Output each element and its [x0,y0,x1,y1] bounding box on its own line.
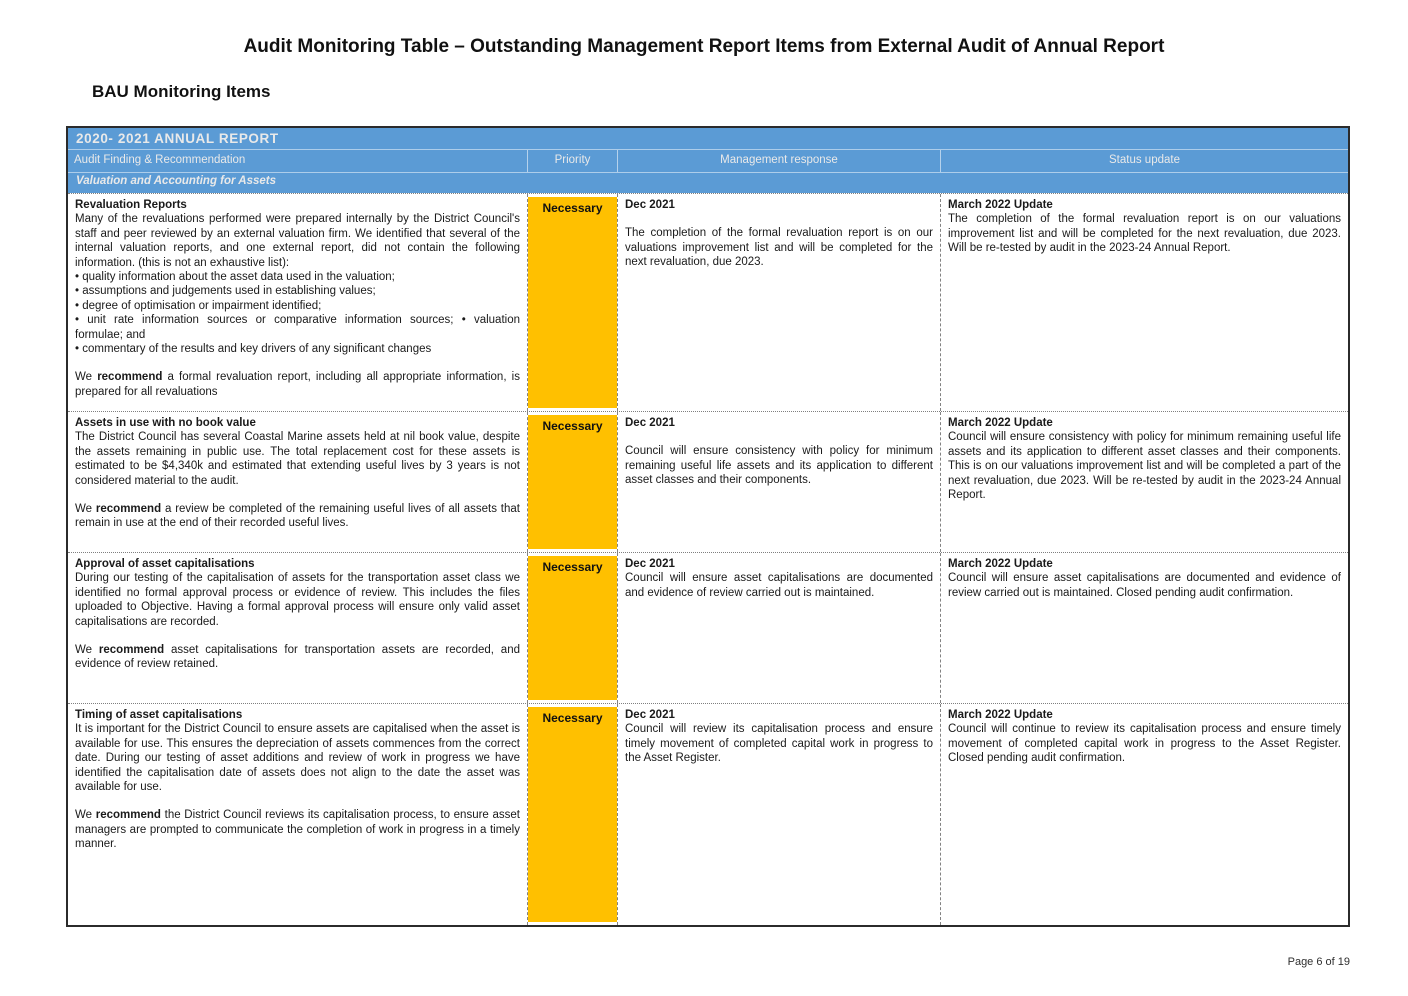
finding-cell: Revaluation Reports Many of the revaluat… [68,194,528,411]
finding-body: During our testing of the capitalisation… [75,572,520,628]
finding-bullet: unit rate information sources or compara… [75,313,520,342]
status-title: March 2022 Update [948,199,1053,211]
status-title: March 2022 Update [948,558,1053,570]
priority-cell: Necessary [528,412,618,552]
priority-badge: Necessary [528,415,617,549]
priority-cell: Necessary [528,553,618,703]
finding-bullet: quality information about the asset data… [75,270,520,284]
finding-cell: Timing of asset capitalisations It is im… [68,704,528,925]
status-update-cell: March 2022 Update Council will ensure as… [941,553,1348,703]
finding-recommendation: We recommend a formal revaluation report… [75,371,520,398]
finding-recommendation: We recommend a review be completed of th… [75,503,520,530]
spacer [75,794,520,808]
response-date: Dec 2021 [625,417,675,429]
management-response-cell: Dec 2021 The completion of the formal re… [618,194,941,411]
response-body: Council will ensure asset capitalisation… [625,572,933,599]
finding-title: Assets in use with no book value [75,417,256,429]
status-title: March 2022 Update [948,709,1053,721]
audit-monitoring-table: 2020- 2021 ANNUAL REPORT Audit Finding &… [66,126,1350,927]
priority-badge: Necessary [528,197,617,408]
priority-cell: Necessary [528,704,618,925]
category-row: Valuation and Accounting for Assets [68,173,1348,193]
status-title: March 2022 Update [948,417,1053,429]
response-body: The completion of the formal revaluation… [625,227,933,269]
status-body: Council will ensure consistency with pol… [948,431,1341,502]
finding-bullet: assumptions and judgements used in estab… [75,284,520,298]
table-header-row: Audit Finding & Recommendation Priority … [68,150,1348,173]
status-update-cell: March 2022 Update Council will ensure co… [941,412,1348,552]
finding-title: Timing of asset capitalisations [75,709,243,721]
table-row: Approval of asset capitalisations During… [68,552,1348,703]
section-heading: BAU Monitoring Items [92,82,271,101]
status-update-cell: March 2022 Update Council will continue … [941,704,1348,925]
finding-body: It is important for the District Council… [75,723,520,794]
finding-cell: Assets in use with no book value The Dis… [68,412,528,552]
column-header-priority: Priority [528,150,618,172]
overflow-dots: ... [772,697,786,704]
management-response-cell: Dec 2021 Council will ensure consistency… [618,412,941,552]
spacer [75,488,520,502]
overflow-dots: ... [772,919,786,926]
status-update-cell: March 2022 Update The completion of the … [941,194,1348,411]
column-header-status: Status update [1109,154,1180,166]
status-body: The completion of the formal revaluation… [948,213,1341,255]
finding-title: Approval of asset capitalisations [75,558,255,570]
table-row: Timing of asset capitalisations It is im… [68,703,1348,925]
spacer [75,629,520,643]
management-response-cell: Dec 2021 Council will review its capital… [618,704,941,925]
finding-bullet: degree of optimisation or impairment ide… [75,299,520,313]
page-title: Audit Monitoring Table – Outstanding Man… [243,36,1165,57]
table-banner-row: 2020- 2021 ANNUAL REPORT [68,128,1348,150]
column-header-finding: Audit Finding & Recommendation [68,150,528,172]
spacer [75,356,520,370]
response-date: Dec 2021 [625,709,675,721]
finding-recommendation: We recommend the District Council review… [75,809,521,851]
status-body: Council will continue to review its capi… [948,723,1341,765]
priority-cell: Necessary [528,194,618,411]
priority-badge: Necessary [528,556,617,700]
status-body: Council will ensure asset capitalisation… [948,572,1341,599]
finding-title: Revaluation Reports [75,199,187,211]
table-row: Assets in use with no book value The Dis… [68,411,1348,552]
finding-body: Many of the revaluations performed were … [75,213,520,269]
overflow-dots: ... [772,546,786,553]
category-label: Valuation and Accounting for Assets [76,175,276,187]
response-date: Dec 2021 [625,558,675,570]
finding-bullet: commentary of the results and key driver… [75,342,520,356]
column-header-response: Management response [618,150,941,172]
priority-badge: Necessary [528,707,617,922]
overflow-dots: ... [772,405,786,412]
finding-body: The District Council has several Coastal… [75,431,520,487]
finding-cell: Approval of asset capitalisations During… [68,553,528,703]
response-body: Council will review its capitalisation p… [625,723,933,765]
spacer [625,430,933,444]
page-number: Page 6 of 19 [1287,956,1350,968]
table-row: Revaluation Reports Many of the revaluat… [68,193,1348,411]
spacer [625,212,933,226]
response-date: Dec 2021 [625,199,675,211]
management-response-cell: Dec 2021 Council will ensure asset capit… [618,553,941,703]
finding-recommendation: We recommend asset capitalisations for t… [75,644,520,671]
response-body: Council will ensure consistency with pol… [625,445,933,487]
annual-report-banner: 2020- 2021 ANNUAL REPORT [76,131,279,146]
